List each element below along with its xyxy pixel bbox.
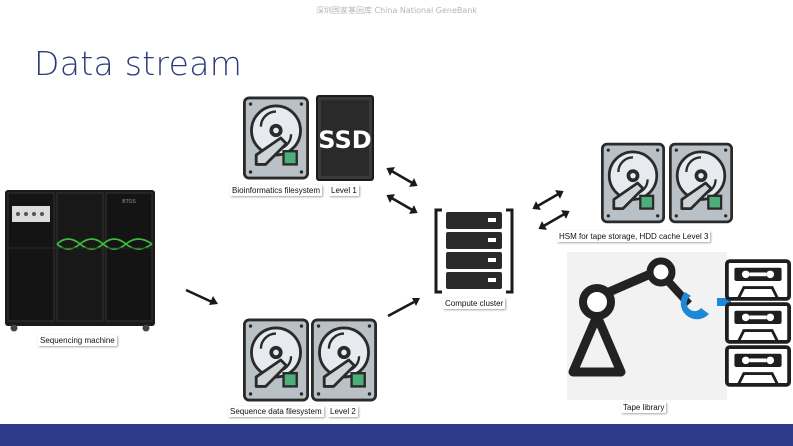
level2-label: Level 2 xyxy=(328,406,358,417)
page-title: Data stream xyxy=(34,44,242,83)
tape-cartridge-icon xyxy=(725,345,791,387)
double-arrow-icon xyxy=(534,206,574,234)
double-arrow-icon xyxy=(382,190,422,218)
arrow-icon xyxy=(182,286,222,306)
compute-cluster-icon xyxy=(432,206,516,296)
arrow-icon xyxy=(384,294,424,320)
sequencing-machine-label: Sequencing machine xyxy=(38,335,117,346)
hdd-icon xyxy=(243,94,309,182)
tape-cartridge-icon xyxy=(725,302,791,344)
hdd-icon xyxy=(311,316,377,404)
compute-cluster-label: Compute cluster xyxy=(443,298,505,309)
header-text: 深圳国家基因库 China National GeneBank xyxy=(0,5,793,16)
ssd-icon: SSD xyxy=(315,94,375,182)
sequence-fs-label: Sequence data filesystem xyxy=(228,406,324,417)
tape-library-label: Tape library xyxy=(621,402,666,413)
hdd-icon xyxy=(669,140,733,226)
ssd-text: SSD xyxy=(318,126,371,154)
double-arrow-icon xyxy=(382,163,422,191)
level1-label: Level 1 xyxy=(329,185,359,196)
machine-brand-label: BTOS xyxy=(122,199,136,205)
hdd-icon xyxy=(243,316,309,404)
tape-cartridge-icon xyxy=(725,259,791,301)
hsm-label: HSM for tape storage, HDD cache Level 3 xyxy=(557,231,710,242)
sequencing-machine-icon: BTOS xyxy=(4,188,156,334)
hdd-icon xyxy=(601,140,665,226)
bioinformatics-fs-label: Bioinformatics filesystem xyxy=(230,185,322,196)
footer-bar xyxy=(0,424,793,446)
